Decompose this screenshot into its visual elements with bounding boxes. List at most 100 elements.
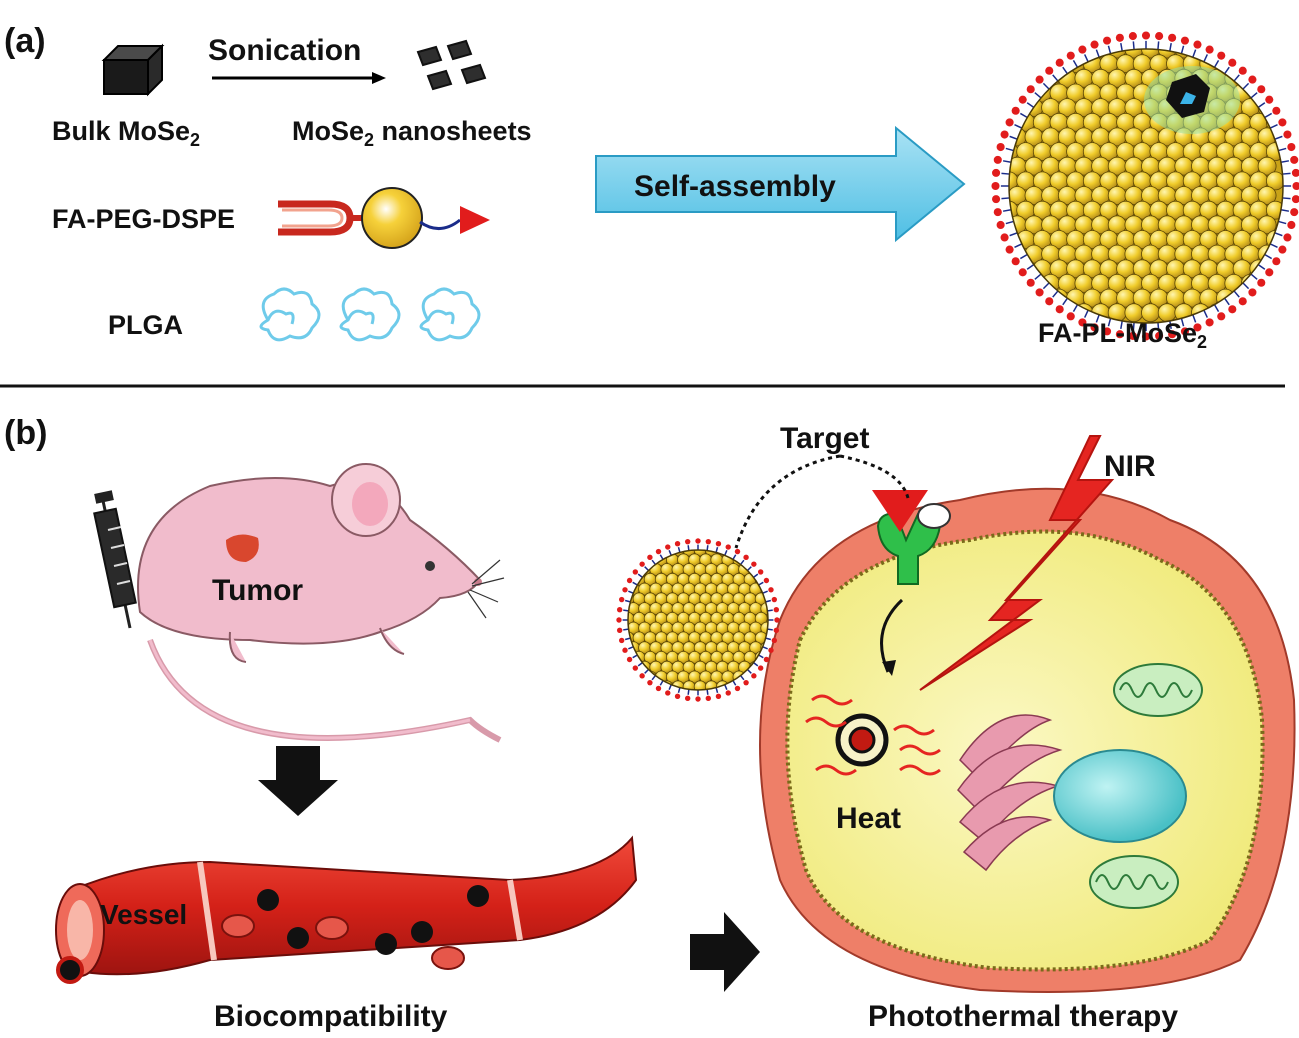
folate-ligand <box>715 540 722 547</box>
folate-ligand <box>1078 45 1087 54</box>
folate-ligand <box>665 690 671 696</box>
mitochondrion-icon <box>1113 663 1203 717</box>
peg-chain <box>1192 49 1197 58</box>
folate-ligand <box>734 548 741 555</box>
peg-chain <box>1005 220 1014 225</box>
lipid-bead <box>704 550 718 557</box>
folate-ligand <box>763 577 770 584</box>
folate-ligand <box>763 656 770 663</box>
peg-chain <box>732 554 737 560</box>
folate-ligand <box>1292 181 1299 191</box>
folate-ligand <box>616 617 622 623</box>
folate-ligand <box>1287 220 1296 230</box>
folate-ligand <box>1217 51 1226 60</box>
peg-chain <box>1280 160 1290 163</box>
peg-chain <box>1203 54 1209 63</box>
peg-chain <box>687 545 690 551</box>
nir-lightning-icon <box>919 435 1115 691</box>
peg-chain <box>740 675 745 681</box>
lipid-bead <box>693 550 707 557</box>
peg-chain <box>624 599 631 603</box>
folate-ligand <box>674 540 681 547</box>
folate-ligand <box>1011 257 1020 266</box>
folate-ligand <box>1026 85 1035 94</box>
folate-ligand <box>725 690 731 696</box>
peg-chain <box>1062 66 1069 75</box>
self-assembly-arrow <box>595 125 966 243</box>
lipid-bead <box>1257 156 1277 176</box>
peg-chain <box>1233 74 1240 82</box>
peg-chain <box>1120 320 1123 330</box>
peg-chain <box>659 554 664 560</box>
peg-chain <box>765 599 772 603</box>
peg-chain <box>623 628 629 631</box>
folate-receptor-icon <box>872 490 951 585</box>
folate-ligand <box>1272 257 1281 266</box>
right-arrow <box>690 912 760 992</box>
peg-chain <box>1257 102 1266 109</box>
peg-chain <box>651 559 656 565</box>
cell-icon <box>759 487 1296 993</box>
folate-ligand <box>725 544 731 550</box>
folate-ligand <box>1005 245 1014 254</box>
peg-chain <box>1009 135 1018 140</box>
peg-chain <box>628 590 634 594</box>
folate-ligand <box>757 665 764 671</box>
folate-ligand <box>1090 323 1099 332</box>
target-dotted-line-right <box>839 454 910 499</box>
folate-ligand <box>1193 323 1202 332</box>
folate-ligand <box>1278 118 1287 127</box>
lipid-bead <box>1266 171 1283 191</box>
peg-chain <box>1274 135 1283 140</box>
peg-chain <box>1062 297 1069 306</box>
lipid-bead <box>754 612 768 625</box>
peg-chain <box>1026 102 1035 109</box>
peg-chain <box>1242 82 1250 90</box>
folate-ligand <box>1155 331 1164 340</box>
peg-chain <box>1001 172 1010 175</box>
peg-chain <box>1213 304 1220 313</box>
peg-chain <box>1095 314 1100 323</box>
folate-ligand <box>768 587 774 593</box>
folate-ligand <box>757 569 764 575</box>
folate-ligand <box>1005 118 1014 127</box>
peg-chain <box>1203 309 1209 318</box>
folate-ligand <box>991 181 1000 191</box>
peg-chain <box>668 684 672 690</box>
target-label: Target <box>780 422 869 455</box>
peg-chain <box>1002 160 1012 163</box>
peg-chain <box>762 646 768 650</box>
folate-ligand <box>1115 330 1124 339</box>
peg-chain <box>687 689 690 695</box>
folate-ligand <box>622 647 628 653</box>
folate-ligand <box>992 195 1001 204</box>
folate-ligand <box>771 596 778 603</box>
peg-chain <box>677 687 681 694</box>
photothermal-therapy-label: Photothermal therapy <box>868 1000 1178 1033</box>
peg-chain <box>1282 197 1291 200</box>
folate-ligand <box>1035 75 1044 84</box>
folate-ligand <box>1228 58 1237 67</box>
mitochondrion-icon <box>1089 855 1179 909</box>
peg-chain <box>1180 318 1185 327</box>
folate-ligand <box>1291 168 1299 177</box>
folate-ligand <box>1128 331 1137 340</box>
lipid-bead <box>1141 49 1160 59</box>
peg-chain <box>1213 59 1220 68</box>
fa-peg-dspe-molecule-icon <box>278 187 490 249</box>
peg-chain <box>1026 263 1035 270</box>
mouse-icon <box>137 463 505 743</box>
peg-chain <box>1014 123 1023 129</box>
folate-ligand <box>773 627 780 634</box>
lipid-bead <box>682 550 696 557</box>
folate-ligand <box>1205 45 1214 54</box>
folate-ligand <box>1128 32 1137 41</box>
folate-ligand <box>768 647 774 653</box>
folate-ligand <box>1066 51 1075 60</box>
folate-ligand <box>1026 278 1035 287</box>
peg-chain <box>706 689 709 695</box>
panel-a-tag: (a) <box>4 22 46 60</box>
folate-ligand <box>1283 130 1292 139</box>
folate-ligand <box>705 538 712 545</box>
peg-chain <box>1107 45 1112 54</box>
